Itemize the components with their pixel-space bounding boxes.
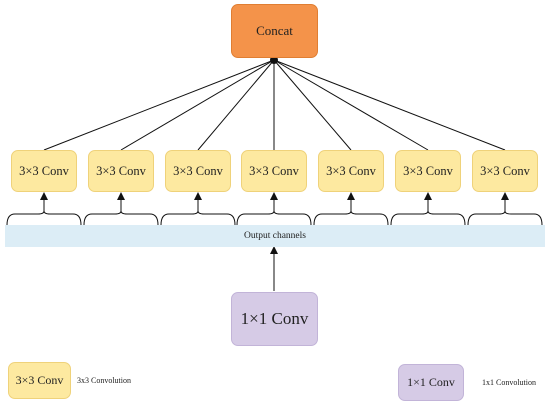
fan-line-5: [273, 59, 352, 151]
conv3x3-label: 3×3 Conv: [480, 163, 530, 178]
brace-6: [390, 210, 466, 226]
conv3x3-label: 3×3 Conv: [403, 163, 453, 178]
legend-conv3-swatch: 3×3 Conv: [8, 362, 71, 399]
conv3x3-node-5: 3×3 Conv: [318, 150, 384, 192]
brace-4: [236, 210, 312, 226]
input-conv-1x1-node: 1×1 Conv: [231, 292, 318, 346]
conv3x3-label: 3×3 Conv: [326, 163, 376, 178]
legend-conv3-text: 3x3 Convolution: [77, 376, 132, 385]
brace-7: [467, 210, 543, 226]
fan-line-2: [120, 59, 275, 151]
input-conv-label: 1×1 Conv: [240, 309, 309, 328]
output-channels-band: [5, 225, 545, 247]
concat-node: Concat: [231, 4, 318, 58]
conv3x3-node-7: 3×3 Conv: [472, 150, 538, 192]
brace-2: [83, 210, 159, 226]
conv3x3-node-2: 3×3 Conv: [88, 150, 154, 192]
conv3x3-node-1: 3×3 Conv: [11, 150, 77, 192]
fan-line-7: [273, 59, 506, 151]
conv3x3-label: 3×3 Conv: [249, 163, 299, 178]
output-channels-label: Output channels: [243, 231, 306, 241]
concat-label: Concat: [256, 23, 293, 38]
legend-conv1-swatch-label: 1×1 Conv: [407, 375, 455, 389]
brace-3: [160, 210, 236, 226]
conv3x3-node-3: 3×3 Conv: [165, 150, 231, 192]
conv3x3-node-6: 3×3 Conv: [395, 150, 461, 192]
fan-line-1: [43, 59, 275, 151]
fan-line-3: [197, 59, 275, 151]
fan-line-6: [273, 59, 429, 151]
conv3x3-label: 3×3 Conv: [96, 163, 146, 178]
conv3x3-node-4: 3×3 Conv: [241, 150, 307, 192]
conv3x3-label: 3×3 Conv: [173, 163, 223, 178]
conv3x3-label: 3×3 Conv: [19, 163, 69, 178]
brace-5: [313, 210, 389, 226]
brace-1: [6, 210, 82, 226]
legend-conv1-text: 1x1 Convolution: [482, 378, 537, 387]
legend-conv3-swatch-label: 3×3 Conv: [15, 373, 64, 387]
legend-conv1-swatch: 1×1 Conv: [398, 364, 464, 401]
concat-junction: [270, 56, 278, 64]
